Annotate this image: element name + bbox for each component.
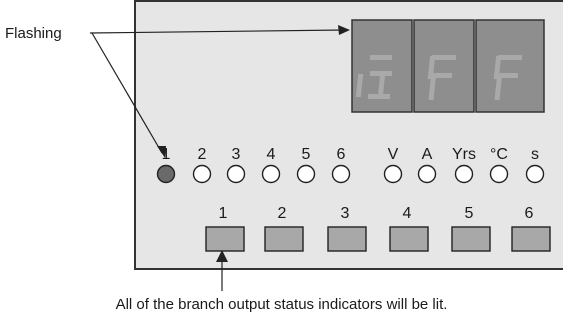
branch-button-3[interactable] xyxy=(327,226,367,252)
indicator-led-9 xyxy=(454,164,474,184)
indicator-label-3: 3 xyxy=(232,146,241,163)
indicator-led-6 xyxy=(331,164,351,184)
indicator-led-3 xyxy=(226,164,246,184)
indicator-label-8: A xyxy=(422,146,433,163)
branch-button-1[interactable] xyxy=(205,226,245,252)
button-labels: 1 2 3 4 5 6 xyxy=(219,205,534,222)
indicator-led-7 xyxy=(383,164,403,184)
branch-button-4[interactable] xyxy=(389,226,429,252)
indicator-led-11 xyxy=(525,164,545,184)
branch-button-label-3: 3 xyxy=(341,205,350,222)
branch-button-label-4: 4 xyxy=(403,205,412,222)
display-digit-2-frame xyxy=(413,19,475,113)
indicator-label-11: s xyxy=(531,146,539,163)
display-digit-2 xyxy=(427,55,456,100)
indicator-led-8 xyxy=(417,164,437,184)
branch-button-2[interactable] xyxy=(264,226,304,252)
indicator-led-2 xyxy=(192,164,212,184)
indicator-label-2: 2 xyxy=(198,146,207,163)
indicator-led-4 xyxy=(261,164,281,184)
indicator-led-1 xyxy=(156,164,176,184)
indicator-label-10: °C xyxy=(490,146,508,163)
callout-arrows xyxy=(89,25,350,158)
indicator-label-4: 4 xyxy=(267,146,276,163)
indicator-label-9: Yrs xyxy=(452,146,476,163)
indicator-led-10 xyxy=(489,164,509,184)
caption: All of the branch output status indicato… xyxy=(115,296,448,313)
branch-button-label-5: 5 xyxy=(465,205,474,222)
display-digit-3 xyxy=(493,55,522,100)
branch-button-label-6: 6 xyxy=(525,205,534,222)
display-digit-1 xyxy=(355,55,392,99)
display-digit-3-frame xyxy=(475,19,545,113)
indicator-label-6: 6 xyxy=(337,146,346,163)
branch-buttons xyxy=(205,226,551,252)
led-display xyxy=(351,19,545,113)
caption-arrow xyxy=(216,250,228,291)
branch-button-label-1: 1 xyxy=(219,205,228,222)
callout-label: Flashing xyxy=(5,25,62,42)
branch-button-5[interactable] xyxy=(451,226,491,252)
indicator-led-5 xyxy=(296,164,316,184)
indicator-labels: 1 2 3 4 5 6 V A Yrs °C s xyxy=(162,146,539,163)
indicator-label-1: 1 xyxy=(162,146,171,163)
indicator-label-5: 5 xyxy=(302,146,311,163)
branch-button-6[interactable] xyxy=(511,226,551,252)
indicator-leds xyxy=(156,164,545,184)
branch-button-label-2: 2 xyxy=(278,205,287,222)
indicator-label-7: V xyxy=(388,146,399,163)
